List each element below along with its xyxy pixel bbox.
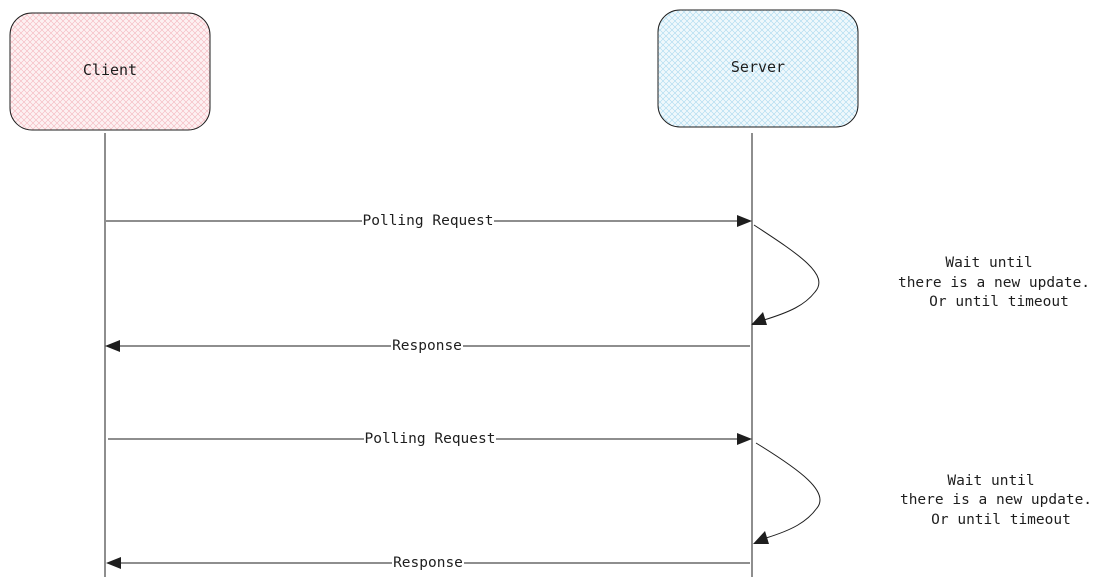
note-line: there is a new update. bbox=[900, 492, 1092, 508]
arrowhead-right-icon bbox=[737, 433, 752, 445]
message-label: Response bbox=[393, 555, 463, 571]
message-polling-request-2: Polling Request bbox=[108, 429, 752, 447]
note-line: Wait until bbox=[947, 473, 1034, 489]
self-loop-curve bbox=[755, 442, 821, 539]
actor-server-box bbox=[657, 9, 859, 128]
note-wait-2: Wait until there is a new update. Or unt… bbox=[900, 473, 1092, 528]
self-loop-wait-2 bbox=[753, 442, 821, 544]
actor-client-label: Client bbox=[83, 61, 137, 79]
actor-client: Client bbox=[9, 12, 211, 131]
note-line: Or until timeout bbox=[931, 512, 1071, 528]
actor-server-label: Server bbox=[731, 58, 785, 76]
note-line: Wait until bbox=[945, 255, 1032, 271]
arrowhead-left-icon bbox=[105, 340, 120, 352]
message-label: Response bbox=[392, 338, 462, 354]
self-loop-curve bbox=[753, 224, 820, 321]
message-response-1: Response bbox=[105, 336, 750, 354]
message-polling-request-1: Polling Request bbox=[106, 211, 752, 229]
arrowhead-curve-icon bbox=[753, 531, 769, 544]
note-line: there is a new update. bbox=[898, 275, 1090, 291]
arrowhead-left-icon bbox=[106, 557, 121, 569]
message-response-2: Response bbox=[106, 553, 750, 571]
actor-client-box bbox=[9, 12, 211, 131]
arrowhead-curve-icon bbox=[751, 312, 767, 325]
note-line: Or until timeout bbox=[929, 294, 1069, 310]
message-label: Polling Request bbox=[363, 213, 494, 229]
note-wait-1: Wait until there is a new update. Or unt… bbox=[898, 255, 1090, 310]
arrowhead-right-icon bbox=[737, 215, 752, 227]
message-label: Polling Request bbox=[365, 431, 496, 447]
actor-server: Server bbox=[657, 9, 859, 128]
self-loop-wait-1 bbox=[751, 224, 820, 325]
